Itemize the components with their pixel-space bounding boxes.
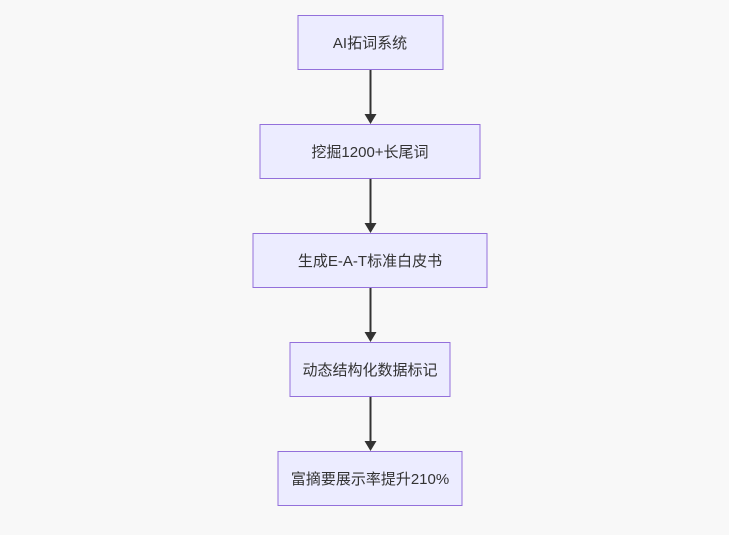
flow-node-structured-data-markup: 动态结构化数据标记: [289, 342, 451, 397]
edge-line: [369, 179, 371, 223]
flow-node-longtail-mining: 挖掘1200+长尾词: [259, 124, 481, 179]
edge-arrow-4: [364, 397, 376, 451]
arrowhead-down-icon: [364, 441, 376, 451]
edge-line: [369, 70, 371, 114]
flowchart: AI拓词系统 挖掘1200+长尾词 生成E-A-T标准白皮书 动态结构化数据标记…: [252, 15, 488, 506]
edge-line: [369, 288, 371, 332]
arrowhead-down-icon: [364, 223, 376, 233]
edge-arrow-1: [364, 70, 376, 124]
arrowhead-down-icon: [364, 332, 376, 342]
edge-line: [369, 397, 371, 441]
flow-node-rich-snippet-rate: 富摘要展示率提升210%: [277, 451, 463, 506]
flow-node-ai-word-expansion: AI拓词系统: [297, 15, 443, 70]
flow-node-eat-whitepaper: 生成E-A-T标准白皮书: [252, 233, 488, 288]
edge-arrow-2: [364, 179, 376, 233]
edge-arrow-3: [364, 288, 376, 342]
arrowhead-down-icon: [364, 114, 376, 124]
